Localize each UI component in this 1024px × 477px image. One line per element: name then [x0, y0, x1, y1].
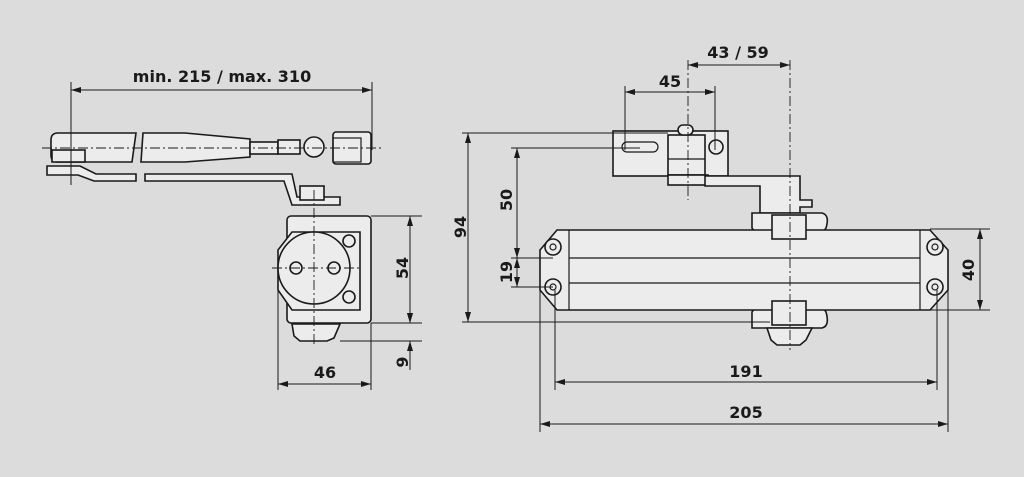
arm-lower: [46, 165, 341, 206]
brand-logo-top: [771, 214, 807, 240]
dim-arm-length: min. 215 / max. 310: [133, 67, 311, 86]
dim-slot-spacing: 45: [659, 72, 681, 91]
arm-upper: [42, 131, 383, 165]
dim-nut-height: 9: [393, 356, 412, 367]
main-arm: [704, 175, 813, 214]
dim-bracket-height: 54: [393, 257, 412, 279]
front-view-dimensions: 43 / 59 45 94 50 19 40 191 205: [451, 43, 990, 432]
side-view: [42, 131, 383, 345]
mounting-bracket: [272, 190, 372, 345]
dim-total-height: 94: [451, 216, 470, 238]
dim-arm-offset: 43 / 59: [707, 43, 769, 62]
dim-body-length: 205: [729, 403, 762, 422]
closer-body: [539, 60, 949, 350]
side-view-dimensions: min. 215 / max. 310 54 9 46: [70, 67, 422, 390]
dim-hole-spacing-vertical: 19: [497, 261, 516, 283]
brand-logo-bottom: [771, 300, 807, 326]
dim-bracket-width: 46: [314, 363, 336, 382]
arm-shoe: [612, 124, 729, 186]
dim-arm-height: 50: [497, 189, 516, 211]
dim-body-height: 40: [959, 259, 978, 281]
dim-hole-spacing-horizontal: 191: [729, 362, 762, 381]
front-view: [539, 60, 949, 350]
